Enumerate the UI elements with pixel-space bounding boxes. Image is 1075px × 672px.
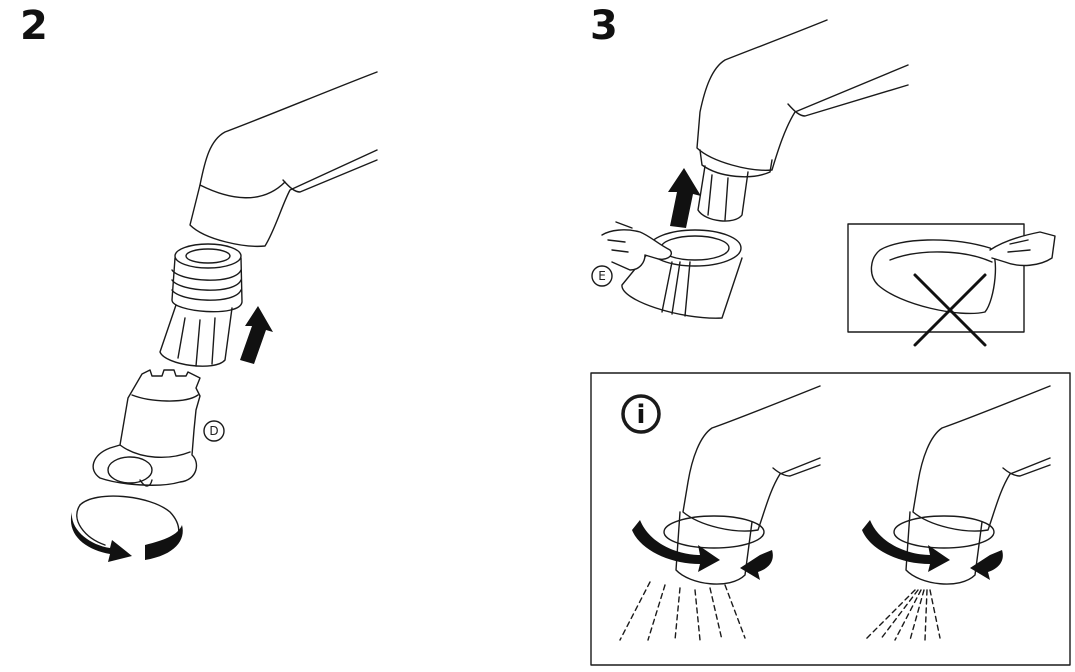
callout-d (203, 420, 225, 442)
cross-icon (913, 273, 987, 347)
callout-d-label: D (209, 424, 218, 438)
info-icon (621, 394, 661, 434)
info-narrow-spray-illustration (864, 385, 1051, 641)
info-wide-rotate-arrow-icon (632, 520, 773, 580)
info-panel (590, 372, 1071, 666)
step-2-arrow-up-icon (240, 306, 273, 364)
callout-e (591, 265, 613, 287)
step-3-arrow-up-icon (668, 168, 701, 228)
step-3-aerator (697, 165, 749, 222)
callout-e-label: E (598, 269, 606, 283)
incorrect-hand (989, 231, 1056, 267)
step-3-faucet-spout (696, 19, 909, 178)
info-narrow-rotate-arrow-icon (862, 520, 1003, 580)
incorrect-key-grip (870, 239, 997, 315)
step-3-key-ring (621, 229, 743, 319)
step-2-rotate-arrow-icon (70, 512, 183, 562)
info-symbol: i (637, 400, 646, 430)
incorrect-method-panel (847, 223, 1025, 333)
info-wide-spray-illustration (619, 385, 821, 641)
step-2-removal-key (92, 369, 201, 487)
step-2-faucet-spout (189, 71, 378, 248)
step-2-aerator-insert (159, 243, 243, 367)
step-2-number: 2 (20, 3, 48, 49)
step-3-number: 3 (590, 3, 618, 49)
step-3-hand-left (601, 221, 672, 271)
